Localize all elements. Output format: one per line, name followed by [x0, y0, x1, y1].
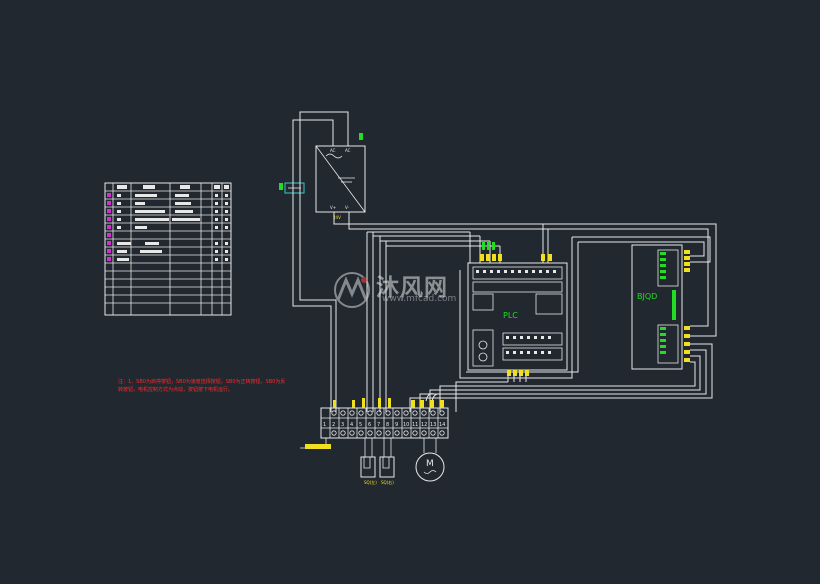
terminal-number: 6 [368, 422, 371, 428]
terminal-number: 13 [430, 422, 436, 428]
psu-ac-label-2: AC [345, 148, 351, 153]
psu-vminus-label: V- [345, 205, 350, 210]
terminal-number: 9 [395, 422, 398, 428]
limit-switches [360, 438, 395, 478]
watermark-logo-icon [334, 272, 370, 308]
wiring-note: 注：1、SB0为启停按钮，SB0为速度选择按钮，SB0为正转按钮，SB0为反转按… [118, 379, 286, 393]
psu-ac-label: AC [330, 148, 336, 153]
plc-label: PLC [503, 311, 518, 320]
watermark-url: www.mfcad.com [382, 294, 457, 304]
watermark: 沐风网 www.mfcad.com [330, 268, 490, 308]
psu-vplus-label: V+ [330, 205, 336, 210]
stepper-driver-module [631, 244, 690, 370]
motor-symbol: M [426, 459, 434, 469]
power-supply-module: AC AC V+ V- 24V [315, 133, 366, 220]
breaker-symbol [279, 182, 305, 194]
watermark-main: 沐风网 [376, 275, 448, 301]
terminal-number: 11 [412, 422, 418, 428]
terminal-number: 7 [377, 422, 380, 428]
terminal-number: 12 [421, 422, 427, 428]
terminal-number: 10 [403, 422, 409, 428]
terminal-strip: 1 2 3 4 5 6 7 8 9 10 11 12 13 14 [300, 398, 449, 449]
plc-module [467, 242, 568, 376]
terminal-number: 1 [323, 422, 326, 428]
terminal-number: 8 [386, 422, 389, 428]
stepper-motor: M [415, 438, 445, 482]
terminal-number: 2 [332, 422, 335, 428]
terminal-number: 14 [439, 422, 445, 428]
terminal-number: 4 [350, 422, 353, 428]
driver-label: BJQD [637, 292, 658, 301]
right-switch-label: SQ(右) [381, 480, 394, 485]
component-table [104, 182, 232, 316]
wiring-lines [292, 111, 717, 412]
psu-output-label: 24V [333, 215, 341, 220]
terminal-number: 3 [341, 422, 344, 428]
terminal-number: 5 [359, 422, 362, 428]
left-switch-label: SQ(左) [364, 480, 377, 485]
